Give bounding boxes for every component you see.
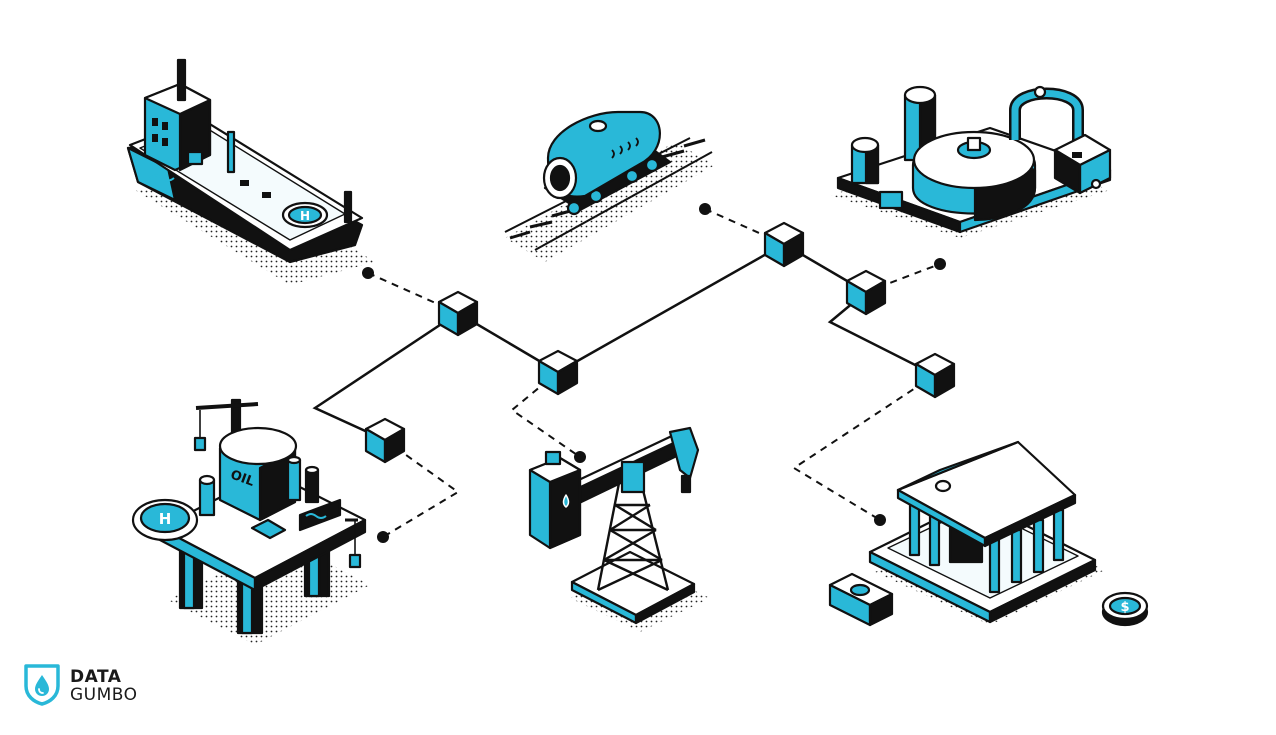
block-cube xyxy=(845,269,887,316)
refinery-illustration xyxy=(830,85,1112,238)
tanker-ship-illustration: H xyxy=(126,58,375,285)
logo-line-gumbo: GUMBO xyxy=(70,685,138,705)
endpoint-dot xyxy=(377,531,389,543)
block-cube xyxy=(914,352,956,399)
network-connections xyxy=(312,242,936,442)
endpoint-dots xyxy=(362,203,946,543)
rail-tank-car-illustration xyxy=(504,110,715,262)
logo-wordmark: DATA GUMBO xyxy=(70,668,138,704)
logo-line-data: DATA xyxy=(70,667,122,687)
offshore-platform-illustration: H OIL xyxy=(131,398,370,645)
endpoint-dot xyxy=(699,203,711,215)
solid-link xyxy=(557,242,785,374)
pump-jack-illustration xyxy=(528,426,710,632)
endpoint-dot xyxy=(874,514,886,526)
coin-symbol: $ xyxy=(1120,600,1129,615)
dashed-link-platform xyxy=(382,439,460,538)
ship-helipad-letter: H xyxy=(300,209,310,223)
endpoint-dot xyxy=(934,258,946,270)
data-gumbo-logo: DATA GUMBO xyxy=(22,662,138,711)
dashed-link-train xyxy=(704,208,785,245)
block-cube xyxy=(537,349,579,396)
block-cube xyxy=(364,417,406,464)
block-cube xyxy=(763,221,805,268)
block-cube xyxy=(437,290,479,337)
endpoint-dot xyxy=(362,267,374,279)
bank-illustration: $ xyxy=(828,440,1149,627)
dashed-link-bank xyxy=(792,374,936,521)
endpoint-dot xyxy=(574,451,586,463)
water-drop-shield-icon xyxy=(22,662,62,711)
dashed-connections xyxy=(367,208,941,538)
solid-link xyxy=(312,311,459,442)
platform-helipad-letter: H xyxy=(159,510,172,528)
